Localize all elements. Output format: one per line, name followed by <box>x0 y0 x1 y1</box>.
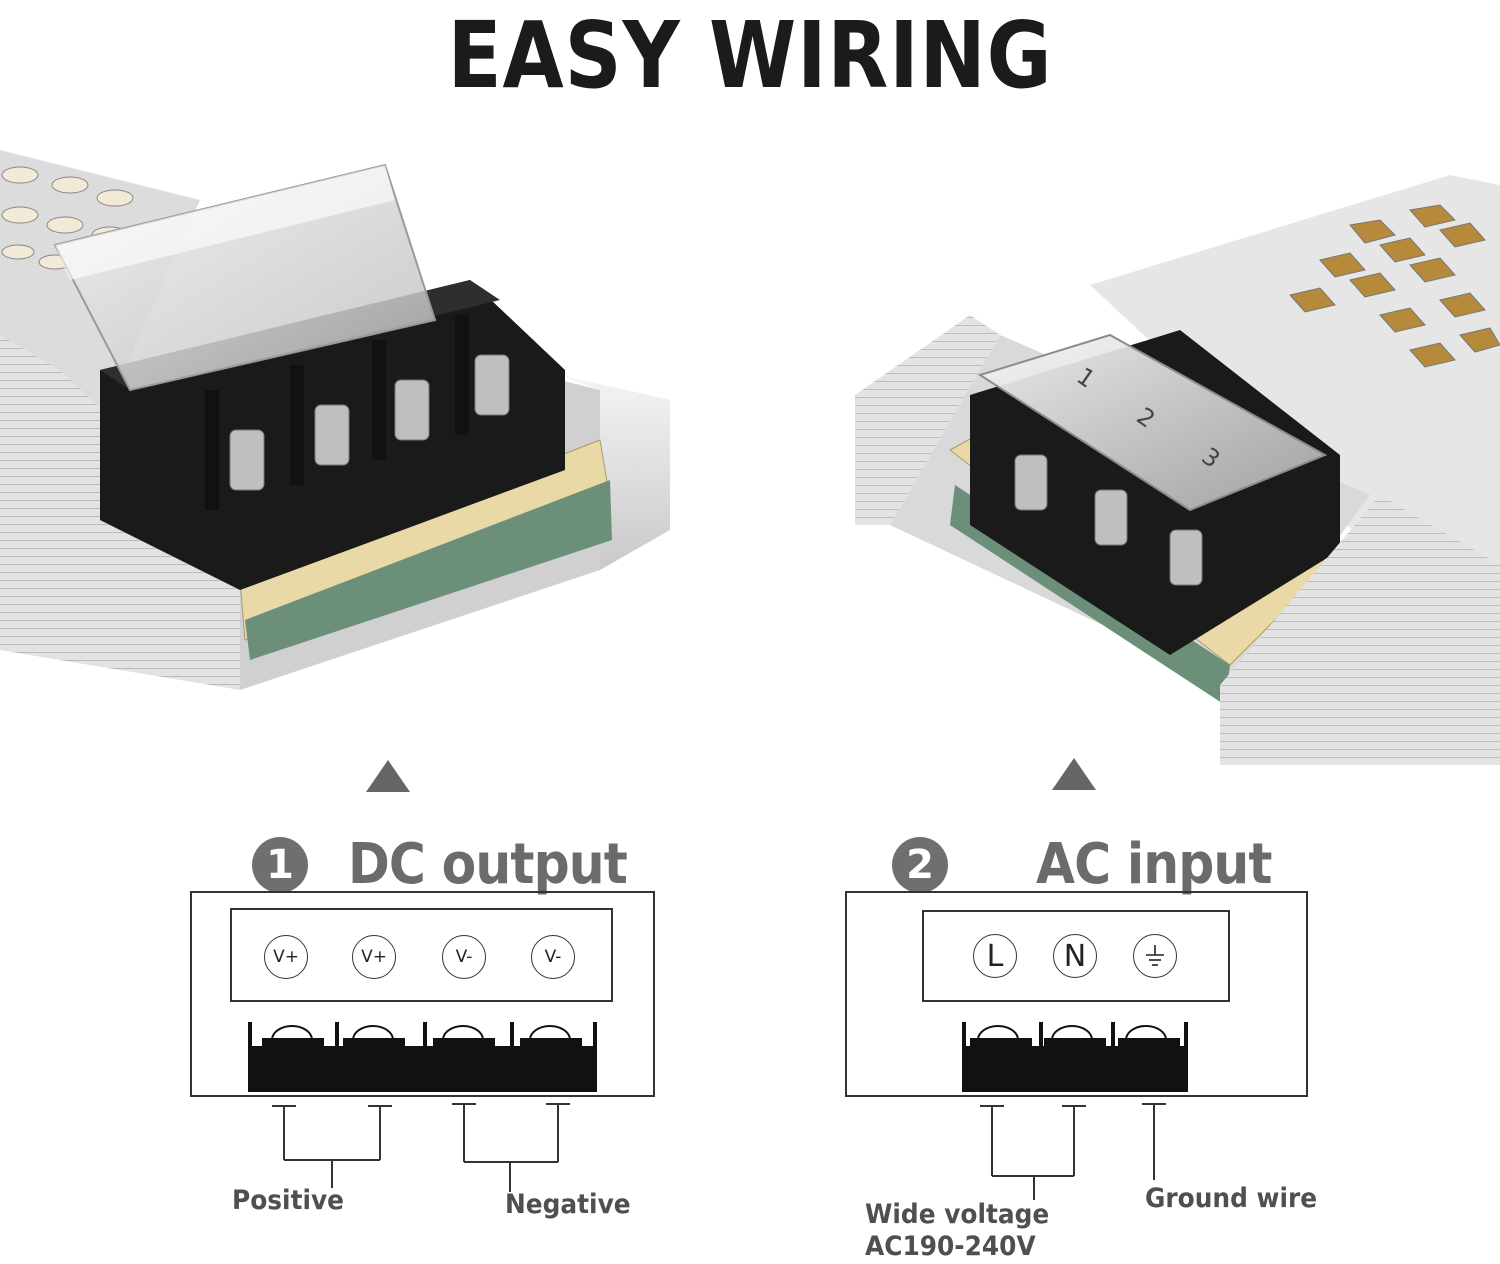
dc-label-box <box>230 908 613 1002</box>
step-number-2: 2 <box>892 836 948 893</box>
ac-terminal-block <box>962 1022 1188 1092</box>
terminal-v-plus-2: V+ <box>352 935 396 979</box>
dc-terminal-photo <box>0 150 670 690</box>
ground-icon <box>1133 934 1177 978</box>
voltage-range-label: AC190-240V <box>865 1231 1036 1262</box>
terminal-live: L <box>973 934 1017 978</box>
ac-diagram-frame <box>845 891 1308 1097</box>
ac-section-heading: 2 AC input <box>892 832 1298 897</box>
ac-heading-text: AC input <box>1036 832 1272 897</box>
step-number-1: 1 <box>252 836 308 893</box>
positive-label: Positive <box>232 1185 345 1216</box>
dc-diagram-frame <box>190 891 655 1097</box>
wide-voltage-label: Wide voltage <box>865 1199 1050 1230</box>
dc-heading-text: DC output <box>348 832 628 897</box>
ac-terminal-photo: 1 2 3 <box>855 175 1500 765</box>
negative-label: Negative <box>505 1189 631 1220</box>
page-title: EASY WIRING <box>447 2 1053 109</box>
terminal-v-minus-2: V- <box>531 935 575 979</box>
triangle-up-icon <box>1052 758 1096 790</box>
dc-terminal-block <box>248 1022 597 1092</box>
terminal-v-plus-1: V+ <box>264 935 308 979</box>
ground-wire-label: Ground wire <box>1145 1183 1318 1214</box>
terminal-v-minus-1: V- <box>442 935 486 979</box>
triangle-up-icon <box>366 760 410 792</box>
ac-label-box <box>922 910 1230 1002</box>
dc-section-heading: 1 DC output <box>252 832 658 897</box>
terminal-neutral: N <box>1053 934 1097 978</box>
